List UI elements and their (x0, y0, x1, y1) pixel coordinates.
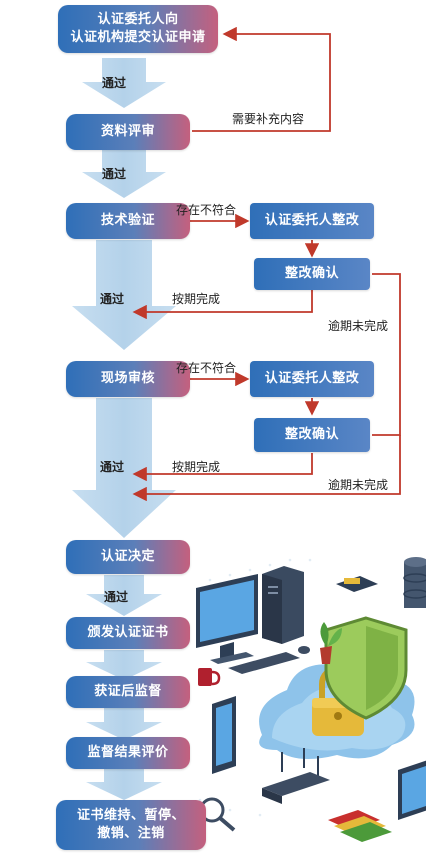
node-rectify-2: 认证委托人整改 (250, 361, 374, 397)
flow-arrow-4 (72, 398, 176, 538)
flow-arrow-1 (82, 58, 166, 108)
node-rectify-1: 认证委托人整改 (250, 203, 374, 239)
arrow-overdue-1 (372, 273, 401, 436)
flow-arrow-6 (86, 650, 162, 680)
computer-tower-icon (262, 566, 304, 644)
plant-icon (320, 622, 342, 664)
node-maintain-line2: 撤销、注销 (97, 826, 165, 841)
label-nonconform-1: 存在不符合 (176, 203, 237, 217)
label-overdue-2: 逾期未完成 (328, 478, 389, 492)
loop-need-supplement (192, 26, 331, 132)
node-maintain: 证书维持、暂停、 撤销、注销 (56, 800, 206, 850)
node-decision: 认证决定 (66, 540, 190, 574)
label-overdue-1: 逾期未完成 (328, 319, 389, 333)
flow-arrow-3 (72, 240, 176, 350)
label-pass-2: 通过 (102, 167, 127, 181)
node-maintain-line1: 证书维持、暂停、 (76, 808, 185, 823)
arrow-overdue-2 (132, 435, 401, 502)
database-icon (403, 557, 426, 608)
flow-arrow-7 (86, 708, 162, 740)
hard-drive-icon (336, 576, 378, 592)
label-nonconform-2: 存在不符合 (176, 361, 237, 375)
papers-icon (328, 810, 392, 842)
flow-arrow-2 (82, 150, 166, 198)
laptop-icon (398, 760, 426, 820)
label-pass-4: 通过 (100, 460, 125, 474)
node-doc-review: 资料评审 (66, 114, 190, 150)
node-post-supervision: 获证后监督 (66, 676, 190, 708)
node-site-review: 现场审核 (66, 361, 190, 397)
label-pass-1: 通过 (102, 76, 127, 90)
mouse-icon (298, 646, 310, 654)
label-on-time-1: 按期完成 (172, 292, 221, 306)
keyboard-icon (228, 652, 300, 674)
arrow-on-time-2 (132, 453, 313, 482)
arrow-on-time-1 (132, 290, 313, 320)
label-pass-5: 通过 (104, 590, 129, 604)
monitor-icon (196, 574, 258, 664)
label-pass-3: 通过 (100, 292, 125, 306)
mug-icon (198, 668, 221, 686)
node-apply-line2: 认证机构提交认证申请 (70, 30, 206, 45)
node-confirm-1: 整改确认 (254, 258, 370, 290)
shield-icon (324, 616, 408, 720)
node-apply: 认证委托人向 认证机构提交认证申请 (58, 5, 218, 53)
label-need-supplement: 需要补充内容 (232, 112, 305, 126)
node-tech-verify: 技术验证 (66, 203, 190, 239)
flow-arrow-8 (86, 768, 162, 800)
node-apply-line1: 认证委托人向 (97, 12, 179, 27)
node-issue-cert: 颁发认证证书 (66, 617, 190, 649)
tablet-icon (212, 696, 236, 774)
label-on-time-2: 按期完成 (172, 460, 221, 474)
flow-arrow-5 (86, 575, 162, 616)
router-icon (262, 748, 330, 804)
node-supervision-eval: 监督结果评价 (66, 737, 190, 769)
node-confirm-2: 整改确认 (254, 418, 370, 452)
